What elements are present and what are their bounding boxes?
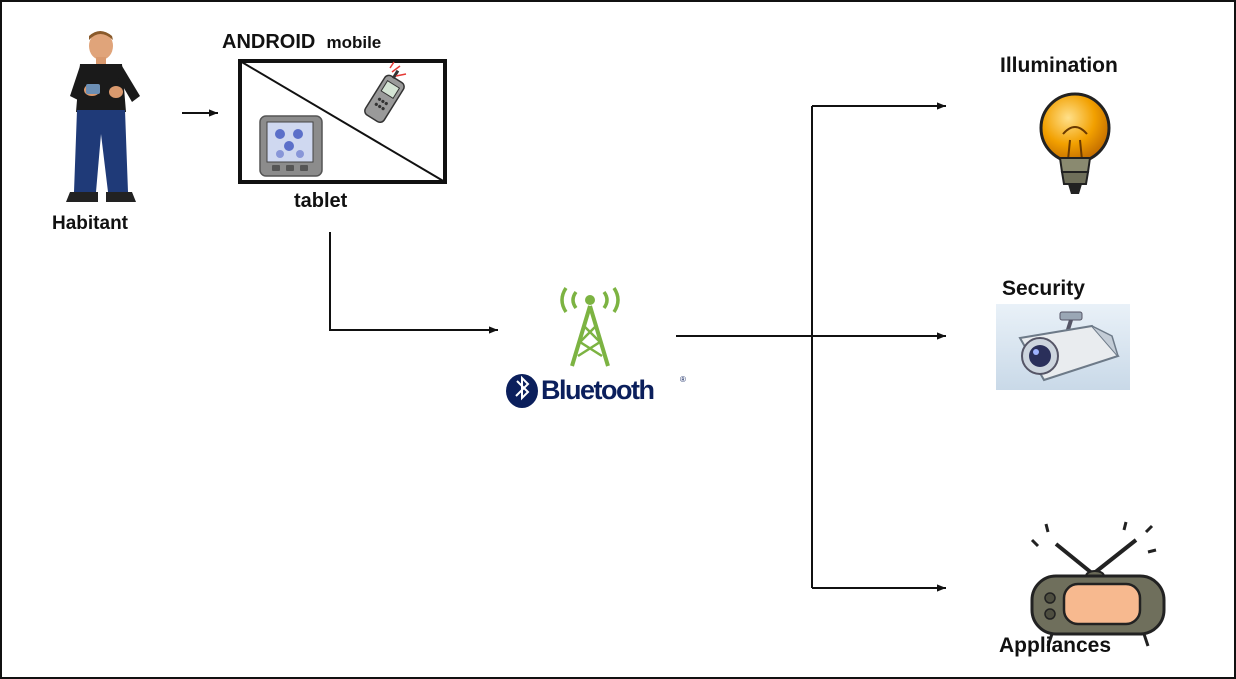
android-mobile-label: ANDROID mobile — [222, 31, 381, 54]
android-label: ANDROID — [222, 31, 316, 53]
appliances-label: Appliances — [999, 634, 1112, 657]
bluetooth-trademark: ® — [680, 375, 686, 384]
light-bulb-icon — [1039, 92, 1111, 194]
security-label: Security — [1002, 277, 1085, 300]
television-icon — [1030, 521, 1166, 647]
mobile-phone-icon — [364, 61, 407, 124]
person-icon — [66, 31, 140, 202]
bluetooth-logo-icon — [506, 374, 538, 408]
tablet-label: tablet — [294, 190, 348, 212]
mobile-label: mobile — [326, 33, 382, 52]
security-camera-icon — [996, 304, 1130, 390]
illumination-label: Illumination — [1000, 54, 1118, 77]
radio-tower-icon — [560, 287, 620, 367]
habitant-label: Habitant — [52, 213, 128, 234]
connector-device-to-bluetooth — [329, 232, 498, 334]
tablet-icon — [259, 115, 323, 177]
bluetooth-label: Bluetooth — [541, 375, 655, 405]
